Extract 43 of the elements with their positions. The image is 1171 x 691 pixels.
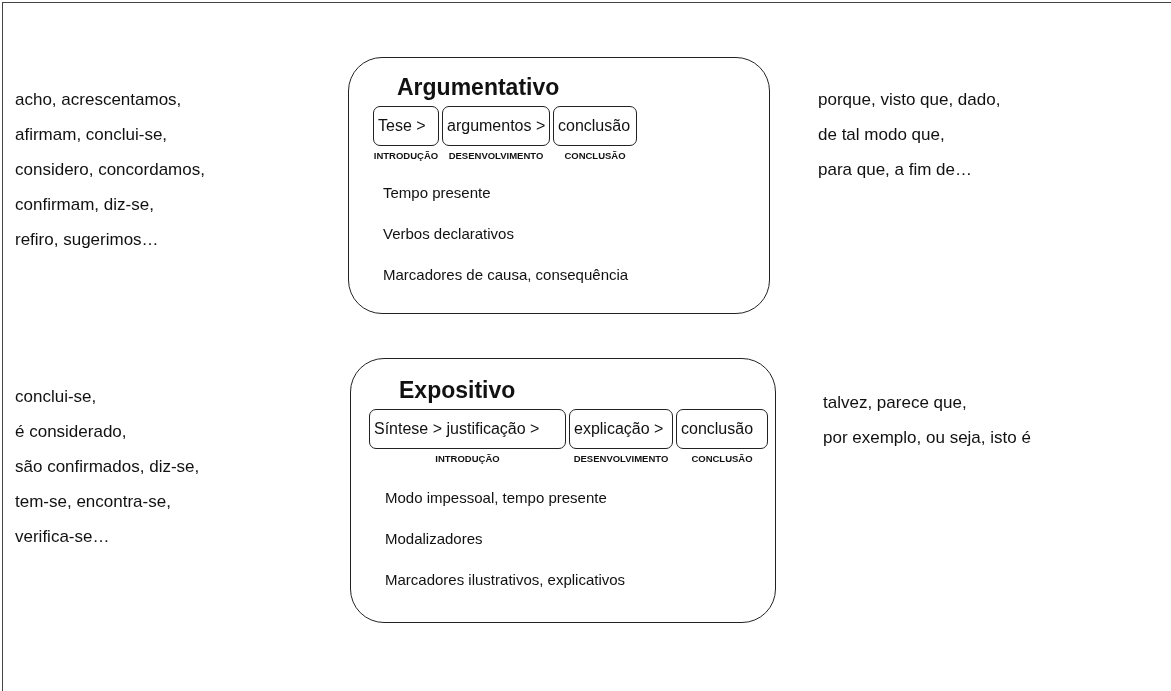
word-list-line: para que, a fim de… xyxy=(818,160,973,180)
step-box xyxy=(369,409,566,449)
step-text: Tese > xyxy=(378,117,426,135)
word-list-line: considero, concordamos, xyxy=(15,160,205,180)
text-type-box xyxy=(350,358,776,623)
box-heading: Expositivo xyxy=(399,377,517,403)
step-text: conclusão xyxy=(558,117,631,135)
word-list-line: afirmam, conclui-se, xyxy=(15,125,168,145)
word-list-line: são confirmados, diz-se, xyxy=(15,457,200,477)
step-box xyxy=(676,409,768,449)
word-list-line: conclui-se, xyxy=(15,387,97,407)
feature-text: Modo impessoal, tempo presente xyxy=(385,488,608,508)
feature-text: Marcadores ilustrativos, explicativos xyxy=(385,570,627,590)
word-list-line: refiro, sugerimos… xyxy=(15,230,159,250)
step-box xyxy=(569,409,673,449)
step-text: conclusão xyxy=(681,420,754,438)
feature-text: Modalizadores xyxy=(385,529,484,549)
stage-label: INTRODUÇÃO xyxy=(373,150,439,161)
word-list-line: talvez, parece que, xyxy=(823,393,967,413)
step-box xyxy=(373,106,439,146)
stage-label: CONCLUSÃO xyxy=(564,150,626,161)
step-text: Síntese > justificação > xyxy=(374,420,540,438)
word-list-line: verifica-se… xyxy=(15,527,110,547)
word-list-line: confirmam, diz-se, xyxy=(15,195,154,215)
word-list-line: por exemplo, ou seja, isto é xyxy=(823,428,1031,448)
word-list-line: é considerado, xyxy=(15,422,127,442)
step-text: explicação > xyxy=(574,420,664,438)
word-list-line: porque, visto que, dado, xyxy=(818,90,1001,110)
stage-label: INTRODUÇÃO xyxy=(435,453,500,464)
step-box xyxy=(553,106,637,146)
text-type-box xyxy=(348,57,770,314)
step-text: argumentos > xyxy=(447,117,546,135)
feature-text: Verbos declarativos xyxy=(383,224,515,244)
word-list-line: acho, acrescentamos, xyxy=(15,90,182,110)
stage-label: DESENVOLVIMENTO xyxy=(448,150,544,161)
feature-text: Marcadores de causa, consequência xyxy=(383,265,630,285)
stage-label: DESENVOLVIMENTO xyxy=(573,453,669,464)
word-list-line: tem-se, encontra-se, xyxy=(15,492,171,512)
step-box xyxy=(442,106,550,146)
box-heading: Argumentativo xyxy=(397,74,561,100)
word-list-line: de tal modo que, xyxy=(818,125,945,145)
feature-text: Tempo presente xyxy=(383,183,492,203)
stage-label: CONCLUSÃO xyxy=(691,453,753,464)
